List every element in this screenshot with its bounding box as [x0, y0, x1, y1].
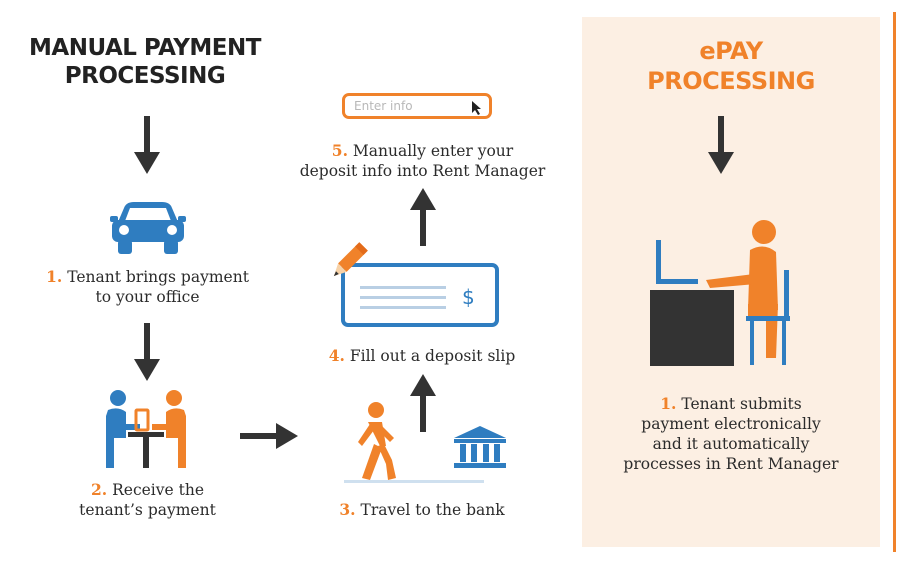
arrow-up-2: [410, 188, 436, 246]
arrow-down-2: [134, 323, 160, 381]
step-3-caption: 3. Travel to the bank: [339, 500, 505, 519]
step-1-caption: 1. Tenant brings payment to your office: [46, 267, 249, 306]
bank-icon: [452, 424, 508, 476]
deposit-slip-icon: $: [340, 262, 500, 332]
step-4-caption: 4. Fill out a deposit slip: [328, 346, 516, 365]
meeting-icon: [104, 388, 188, 474]
cursor-icon: [472, 101, 481, 115]
epay-title: ePAY PROCESSING: [647, 37, 815, 95]
arrow-up-1: [410, 374, 436, 432]
walking-person-icon: [344, 402, 404, 486]
epay-step-caption: 1. Tenant submits payment electronically…: [623, 394, 839, 473]
step-2-caption: 2. Receive the tenant’s payment: [79, 480, 216, 519]
manual-title: MANUAL PAYMENT PROCESSING: [29, 35, 261, 89]
enter-info-input[interactable]: Enter info: [342, 93, 492, 119]
pencil-icon: [328, 242, 368, 286]
svg-text:$: $: [462, 285, 475, 309]
arrow-down-epay: [708, 116, 734, 174]
car-icon: [108, 200, 188, 260]
arrow-down-1: [134, 116, 160, 174]
ground-line: [344, 480, 484, 483]
step-5-caption: 5. Manually enter your deposit info into…: [299, 141, 546, 180]
arrow-right: [240, 423, 298, 449]
computer-user-icon: [650, 218, 810, 372]
divider-line: [893, 12, 896, 552]
